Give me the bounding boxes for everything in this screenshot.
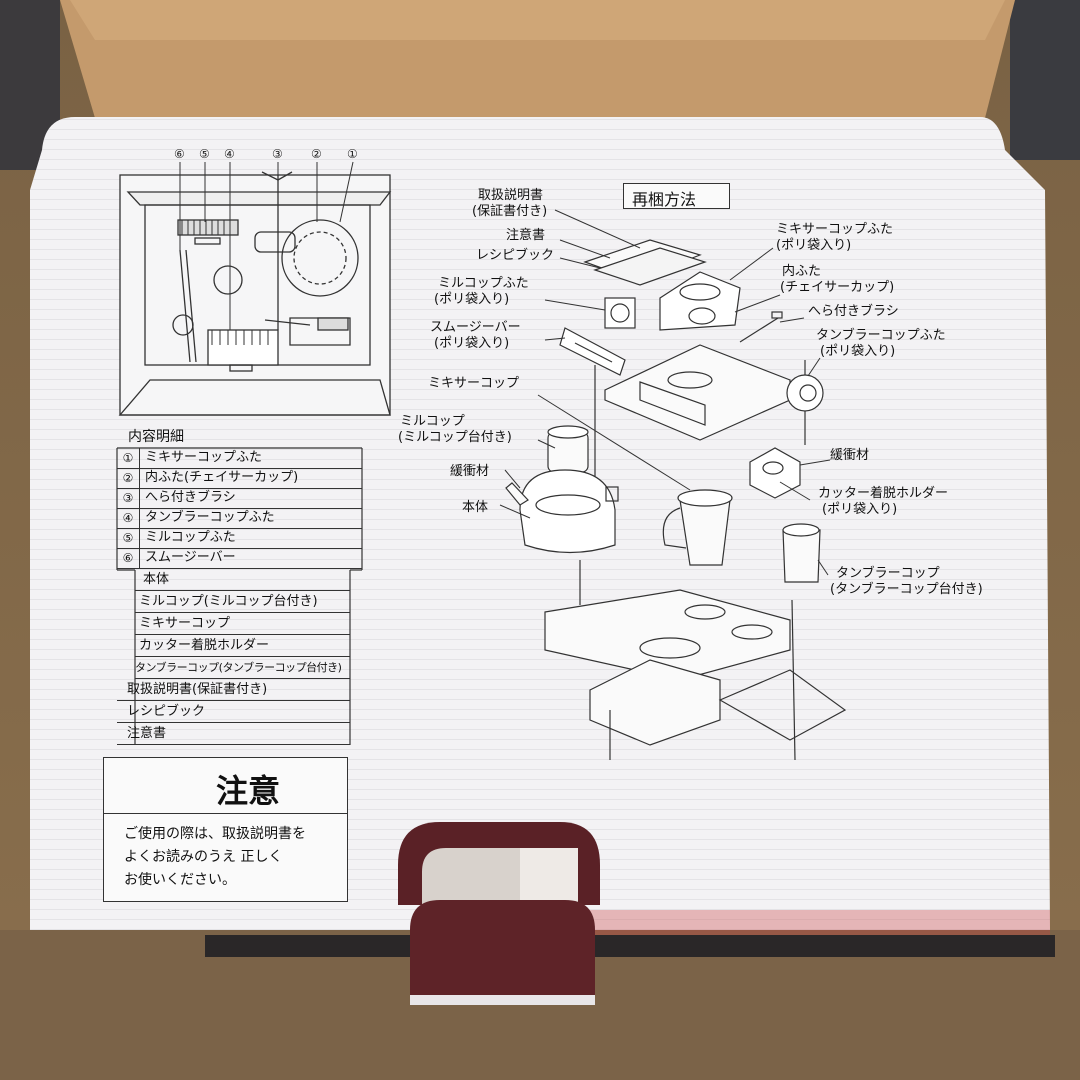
caution-header: 注意 bbox=[104, 758, 347, 814]
contents-row: レシピブック bbox=[117, 702, 350, 723]
label-mixer-cup-lid: ミキサーコップふた bbox=[776, 222, 894, 237]
contents-row-number: ⑤ bbox=[117, 528, 140, 548]
contents-row-name: へら付きブラシ bbox=[145, 490, 236, 505]
label-spatula-brush: へら付きブラシ bbox=[808, 304, 899, 319]
contents-row-name: ミキサーコップ bbox=[139, 616, 231, 631]
contents-row: 取扱説明書(保証書付き) bbox=[117, 680, 350, 701]
contents-row-name: 本体 bbox=[143, 572, 170, 587]
contents-row-number: ④ bbox=[117, 508, 140, 528]
contents-row: ミキサーコップ bbox=[135, 614, 350, 635]
contents-title: 内容明細 bbox=[128, 429, 184, 445]
tab-flap bbox=[410, 900, 595, 1005]
label-smoothie-bar: スムージーバー bbox=[430, 320, 521, 335]
contents-row: ⑤ ミルコップふた bbox=[117, 528, 362, 549]
label-mixer-cup: ミキサーコップ bbox=[428, 376, 520, 391]
contents-row-name: ミキサーコップふた bbox=[145, 450, 263, 465]
caution-line: よくお読みのうえ 正しく bbox=[124, 849, 283, 865]
repacking-exploded-diagram bbox=[505, 239, 847, 761]
contents-row: ⑥ スムージーバー bbox=[117, 548, 362, 569]
part-number-4: ④ bbox=[224, 147, 235, 161]
contents-row: ③ へら付きブラシ bbox=[117, 488, 362, 509]
label-cushion-right: 緩衝材 bbox=[830, 448, 870, 463]
label-mill-cup-lid-note: (ポリ袋入り) bbox=[434, 292, 510, 307]
label-tumbler-cup-lid-note: (ポリ袋入り) bbox=[820, 344, 896, 359]
label-manual-note: (保証書付き) bbox=[472, 204, 548, 219]
contents-row-name: 取扱説明書(保証書付き) bbox=[127, 682, 268, 697]
label-tumbler-cup-lid: タンブラーコップふた bbox=[816, 328, 946, 343]
label-inner-lid-note: (チェイサーカップ) bbox=[780, 280, 895, 295]
contents-row-number: ① bbox=[117, 448, 140, 468]
contents-row-name: 内ふた(チェイサーカップ) bbox=[145, 470, 299, 485]
label-tumbler-cup: タンブラーコップ bbox=[836, 566, 940, 581]
part-number-5: ⑤ bbox=[199, 147, 210, 161]
label-smoothie-bar-note: (ポリ袋入り) bbox=[434, 336, 510, 351]
repack-title-box: 再梱方法 bbox=[623, 183, 730, 209]
contents-row: タンブラーコップ(タンブラーコップ台付き) bbox=[135, 658, 350, 679]
contents-row-name: ミルコップふた bbox=[145, 530, 236, 545]
label-inner-lid: 内ふた bbox=[782, 264, 822, 279]
contents-row-number: ② bbox=[117, 468, 140, 488]
contents-row: ④ タンブラーコップふた bbox=[117, 508, 362, 529]
part-number-2: ② bbox=[311, 147, 322, 161]
contents-row: ① ミキサーコップふた bbox=[117, 448, 362, 469]
contents-row: カッター着脱ホルダー bbox=[135, 636, 350, 657]
label-recipe-book: レシピブック bbox=[476, 248, 555, 263]
label-mill-cup-lid: ミルコップふた bbox=[438, 276, 529, 291]
packing-top-view-diagram bbox=[118, 171, 392, 416]
caution-box: 注意 ご使用の際は、取扱説明書を よくお読みのうえ 正しく お使いください。 bbox=[103, 757, 348, 902]
contents-row-name: レシピブック bbox=[127, 704, 206, 719]
contents-row-number: ③ bbox=[117, 488, 140, 508]
caution-line: ご使用の際は、取扱説明書を bbox=[124, 826, 306, 842]
contents-row-name: 注意書 bbox=[127, 726, 167, 741]
contents-row: 注意書 bbox=[117, 724, 350, 745]
part-number-1: ① bbox=[347, 147, 358, 161]
label-caution-sheet: 注意書 bbox=[506, 228, 546, 243]
label-manual: 取扱説明書 bbox=[478, 188, 544, 203]
contents-row-name: カッター着脱ホルダー bbox=[139, 638, 270, 653]
contents-row-name: タンブラーコップふた bbox=[145, 510, 275, 525]
dark-corner-right bbox=[1010, 0, 1080, 160]
contents-row: 本体 bbox=[135, 570, 350, 591]
label-mill-cup-note: (ミルコップ台付き) bbox=[398, 430, 512, 445]
caution-title: 注意 bbox=[216, 772, 281, 810]
contents-row: ミルコップ(ミルコップ台付き) bbox=[135, 592, 350, 613]
contents-row: ② 内ふた(チェイサーカップ) bbox=[117, 468, 362, 489]
part-number-3: ③ bbox=[272, 147, 283, 161]
contents-row-name: ミルコップ(ミルコップ台付き) bbox=[139, 594, 318, 609]
part-number-6: ⑥ bbox=[174, 147, 185, 161]
label-mixer-cup-lid-note: (ポリ袋入り) bbox=[776, 238, 852, 253]
label-cushion-left: 緩衝材 bbox=[450, 464, 490, 479]
contents-table-frame bbox=[116, 447, 363, 745]
label-cutter-holder-note: (ポリ袋入り) bbox=[822, 502, 898, 517]
contents-row-name: タンブラーコップ(タンブラーコップ台付き) bbox=[135, 661, 342, 674]
repack-title: 再梱方法 bbox=[632, 190, 697, 209]
label-mill-cup: ミルコップ bbox=[400, 414, 465, 429]
contents-row-name: スムージーバー bbox=[145, 550, 236, 565]
label-body: 本体 bbox=[462, 500, 489, 515]
label-cutter-holder: カッター着脱ホルダー bbox=[818, 486, 949, 501]
label-tumbler-cup-note: (タンブラーコップ台付き) bbox=[830, 582, 983, 597]
contents-row-number: ⑥ bbox=[117, 548, 140, 568]
caution-line: お使いください。 bbox=[124, 872, 236, 888]
